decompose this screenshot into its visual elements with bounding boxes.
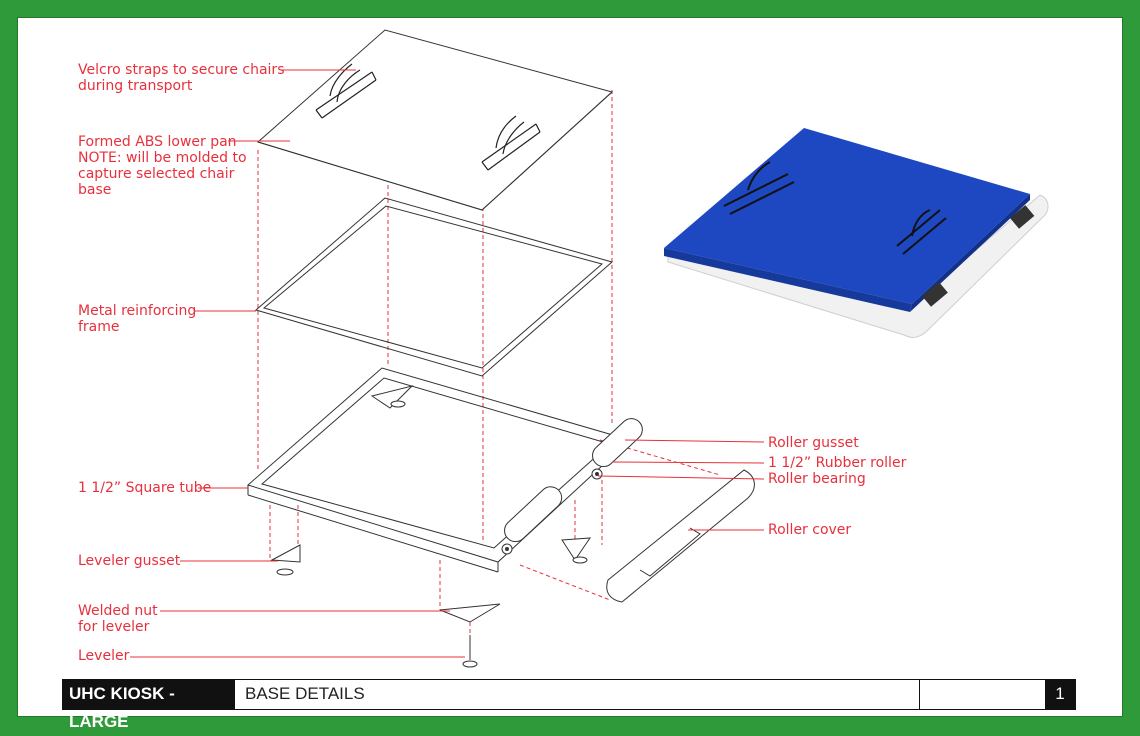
rendered-base-view (664, 128, 1049, 338)
callout-leveler: Leveler (78, 648, 130, 664)
leveler-gussets (270, 385, 591, 623)
roller-cover (606, 469, 755, 603)
callout-roller-cover: Roller cover (768, 522, 852, 538)
callout-metal-reinforcing-frame: Metal reinforcing frame (78, 303, 197, 335)
leveler-feet (276, 400, 588, 668)
project-title: UHC KIOSK - LARGE (63, 680, 235, 731)
blue-pan (664, 128, 1030, 304)
velcro-straps (315, 63, 541, 171)
rollers (501, 418, 643, 555)
callout-leaders (130, 69, 765, 658)
callout-rubber-roller: 1 1/2” Rubber roller (768, 455, 907, 471)
page-number: 1 (1045, 680, 1075, 709)
abs-lower-pan (256, 29, 614, 211)
drawing-sheet (18, 18, 1122, 716)
callout-welded-nut: Welded nut for leveler (78, 603, 158, 635)
title-block-blank-cell (919, 680, 1046, 709)
callout-velcro-straps: Velcro straps to secure chairs during tr… (78, 62, 285, 94)
callout-roller-gusset: Roller gusset (768, 435, 859, 451)
title-block: UHC KIOSK - LARGE BASE DETAILS 1 (62, 679, 1076, 731)
callout-roller-bearing: Roller bearing (768, 471, 866, 487)
callout-abs-lower-pan: Formed ABS lower pan NOTE: will be molde… (78, 134, 247, 198)
callout-square-tube: 1 1/2” Square tube (78, 480, 212, 496)
metal-reinforcing-frame (254, 197, 614, 377)
sheet-title: BASE DETAILS (245, 684, 365, 703)
callout-leveler-gusset: Leveler gusset (78, 553, 181, 569)
